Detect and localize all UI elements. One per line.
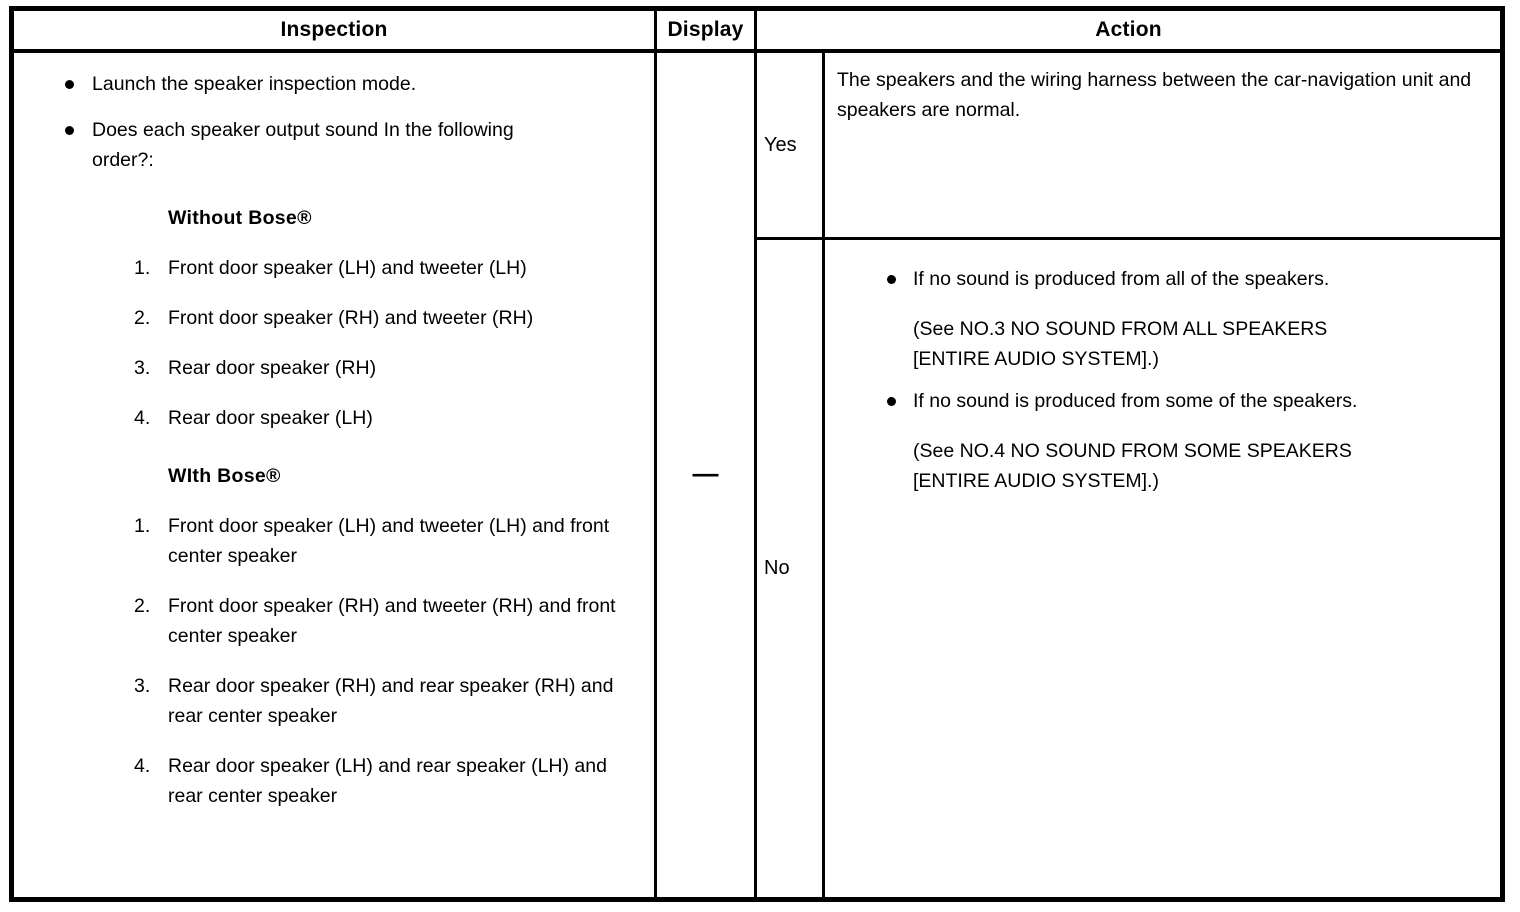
inspection-list-item: 2. Front door speaker (RH) and tweeter (… <box>14 303 654 333</box>
column-header-display: Display <box>654 11 754 49</box>
bullet-dot-icon <box>65 80 74 89</box>
list-item-number: 2. <box>134 595 151 617</box>
inspection-group-title-without-bose: Without Bose® <box>168 207 312 229</box>
answer-label-yes: Yes <box>757 53 825 237</box>
inspection-group-title-with-bose: WIth Bose® <box>168 465 281 487</box>
inspection-bullet-item: Does each speaker output sound In the fo… <box>14 115 654 175</box>
bullet-dot-icon <box>65 126 74 135</box>
list-item-number: 4. <box>134 407 151 429</box>
inspection-list-item: 3. Rear door speaker (RH) and rear speak… <box>14 671 654 731</box>
table-body-row: Launch the speaker inspection mode. Does… <box>14 53 1500 897</box>
bullet-dot-icon <box>887 397 896 406</box>
action-reference-line: (See NO.4 NO SOUND FROM SOME SPEAKERS <box>913 440 1352 462</box>
list-item-number: 1. <box>134 515 151 537</box>
action-reference-line: [ENTIRE AUDIO SYSTEM].) <box>913 470 1159 492</box>
inspection-list-item: 4. Rear door speaker (LH) <box>14 403 654 433</box>
action-reference-line: (See NO.3 NO SOUND FROM ALL SPEAKERS <box>913 318 1328 340</box>
list-item-text: Rear door speaker (RH) <box>168 357 377 379</box>
list-item-text: Rear door speaker (RH) and rear speaker … <box>168 675 614 727</box>
inspection-list-item: 1. Front door speaker (LH) and tweeter (… <box>14 511 654 571</box>
list-item-number: 3. <box>134 675 151 697</box>
inspection-list-item: 3. Rear door speaker (RH) <box>14 353 654 383</box>
list-item-text: Front door speaker (LH) and tweeter (LH)… <box>168 515 610 567</box>
action-bullet-item: If no sound is produced from all of the … <box>837 264 1486 294</box>
action-bullet-item: If no sound is produced from some of the… <box>837 386 1486 416</box>
action-bullet-text: If no sound is produced from all of the … <box>913 268 1330 290</box>
inspection-list-item: 4. Rear door speaker (LH) and rear speak… <box>14 751 654 811</box>
cell-action: Yes The speakers and the wiring harness … <box>754 53 1500 897</box>
list-item-number: 4. <box>134 755 151 777</box>
action-bullet-text: If no sound is produced from some of the… <box>913 390 1358 412</box>
action-row-no: No If no sound is produced from all of t… <box>757 240 1500 897</box>
action-reference-line: [ENTIRE AUDIO SYSTEM].) <box>913 348 1159 370</box>
cell-display: — <box>654 53 754 897</box>
column-header-action: Action <box>754 11 1500 49</box>
answer-label-no: No <box>757 240 825 897</box>
inspection-bullet-text: Launch the speaker inspection mode. <box>92 73 417 95</box>
list-item-number: 1. <box>134 257 151 279</box>
bullet-dot-icon <box>887 275 896 284</box>
list-item-number: 3. <box>134 357 151 379</box>
list-item-text: Rear door speaker (LH) and rear speaker … <box>168 755 607 807</box>
action-text-yes: The speakers and the wiring harness betw… <box>837 69 1472 121</box>
diagnostic-table: Inspection Display Action Launch the spe… <box>9 6 1505 902</box>
list-item-text: Front door speaker (RH) and tweeter (RH) <box>168 307 534 329</box>
column-header-inspection: Inspection <box>280 18 388 41</box>
table-header-row: Inspection Display Action <box>14 11 1500 53</box>
inspection-bullet-text: Does each speaker output sound In the fo… <box>92 119 514 171</box>
display-value-dash: — <box>692 458 719 488</box>
action-content-no: If no sound is produced from all of the … <box>825 240 1500 897</box>
action-content-yes: The speakers and the wiring harness betw… <box>825 53 1500 237</box>
action-row-yes: Yes The speakers and the wiring harness … <box>757 53 1500 240</box>
inspection-list-item: 1. Front door speaker (LH) and tweeter (… <box>14 253 654 283</box>
inspection-content: Launch the speaker inspection mode. Does… <box>14 69 654 811</box>
cell-inspection: Launch the speaker inspection mode. Does… <box>14 53 654 897</box>
action-reference: (See NO.3 NO SOUND FROM ALL SPEAKERS [EN… <box>837 314 1486 374</box>
inspection-list-item: 2. Front door speaker (RH) and tweeter (… <box>14 591 654 651</box>
list-item-number: 2. <box>134 307 151 329</box>
list-item-text: Rear door speaker (LH) <box>168 407 373 429</box>
action-reference: (See NO.4 NO SOUND FROM SOME SPEAKERS [E… <box>837 436 1486 496</box>
list-item-text: Front door speaker (LH) and tweeter (LH) <box>168 257 527 279</box>
inspection-bullet-item: Launch the speaker inspection mode. <box>14 69 654 99</box>
list-item-text: Front door speaker (RH) and tweeter (RH)… <box>168 595 616 647</box>
